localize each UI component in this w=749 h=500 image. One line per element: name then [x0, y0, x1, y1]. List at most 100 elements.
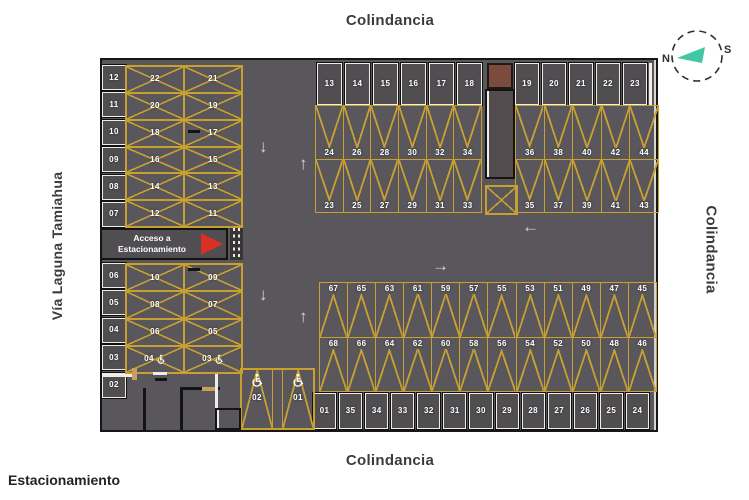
stall-number: 42 [610, 148, 621, 157]
inner-left-bottom-block: 10 09 08 07 06 05 04 03 [125, 263, 243, 374]
stall-number: 31 [450, 406, 460, 415]
stall-number: 29 [502, 406, 512, 415]
parking-stall: 05 [184, 318, 242, 346]
stall-number: 41 [610, 201, 621, 210]
stall-number: 08 [150, 299, 160, 309]
stall-number: 11 [208, 208, 218, 218]
stall-number: 66 [356, 339, 367, 348]
stall-number: 24 [324, 148, 335, 157]
parking-stall: 20 [542, 63, 566, 105]
parking-stall: 68 [319, 338, 349, 391]
parking-stall: 01 [313, 393, 337, 429]
top-edge-left-row: 13 14 15 16 17 18 [317, 63, 482, 105]
parking-stall: 11 [184, 200, 242, 227]
parking-stall: 26 [573, 393, 597, 429]
parking-stall: 54 [516, 338, 545, 391]
stall-number: 48 [609, 339, 620, 348]
stall-number: 19 [208, 101, 218, 111]
bottom-edge-row: 01 35 34 33 32 31 30 29 28 27 26 25 24 [313, 393, 650, 429]
parking-stall: 59 [432, 283, 461, 337]
parking-stall: 61 [404, 283, 433, 337]
stall-number: 61 [412, 284, 423, 293]
compass-south-label: S [724, 44, 731, 56]
stall-number: 49 [581, 284, 592, 293]
stall-number: 30 [407, 148, 418, 157]
parking-stall: 57 [460, 283, 489, 337]
parking-stall: 10 [102, 119, 126, 145]
stall-number: 55 [497, 284, 507, 293]
parking-stall: 44 [630, 106, 659, 159]
parking-stall: 06 [126, 318, 184, 346]
stall-number: 34 [462, 148, 473, 157]
access-direction-arrow-icon [201, 233, 223, 255]
parking-stall: 31 [443, 393, 467, 429]
parking-stall: 05 [102, 290, 126, 316]
parking-stall: 26 [343, 106, 372, 159]
parking-stall: 36 [515, 106, 545, 159]
stall-number: 40 [582, 148, 592, 157]
stall-number: 01 [319, 406, 330, 415]
parking-stall: 35 [339, 393, 363, 429]
lane-down-arrow-icon: ↓ [259, 137, 268, 156]
south-lower-row: 68 66 64 62 60 58 56 54 52 50 48 46 [319, 337, 657, 392]
stall-number: 52 [553, 339, 564, 348]
parking-stall: 15 [184, 146, 242, 174]
no-parking-hatch [485, 185, 518, 215]
parking-stall: 15 [373, 63, 398, 105]
stall-number: 27 [379, 201, 390, 210]
parking-stall: 27 [371, 160, 400, 212]
compass-needle-icon [677, 47, 705, 63]
mid-right-lower-row: 35 37 39 41 43 [515, 159, 659, 213]
stall-number: 54 [525, 339, 535, 348]
parking-stall: 25 [599, 393, 623, 429]
stall-number: 09 [208, 272, 218, 282]
lane-left-arrow-icon: ← [522, 217, 539, 236]
elevator-shaft [487, 63, 513, 89]
parking-stall: 03 [102, 345, 126, 371]
stall-number: 10 [150, 272, 160, 282]
parking-stall: 66 [348, 338, 377, 391]
stall-number: 63 [384, 284, 395, 293]
wall-segment [155, 378, 167, 381]
parking-stall: 62 [404, 338, 433, 391]
parking-stall: 21 [569, 63, 593, 105]
stall-number: 65 [356, 284, 367, 293]
stall-number: 14 [352, 79, 363, 88]
parking-stall: 32 [417, 393, 441, 429]
parking-stall: 41 [601, 160, 631, 212]
stall-number: 05 [208, 327, 218, 337]
stall-number: 39 [582, 201, 592, 210]
stall-number: 13 [324, 79, 335, 88]
stall-number: 22 [603, 79, 613, 88]
parking-stall: 23 [623, 63, 647, 105]
stall-number: 04 [109, 325, 119, 335]
stall-number: 06 [150, 327, 160, 337]
door-mark [132, 368, 137, 380]
parking-stall: 22 [596, 63, 620, 105]
parking-stall: 39 [573, 160, 602, 212]
parking-stall: 14 [345, 63, 370, 105]
parking-stall: 42 [601, 106, 631, 159]
stall-number: 44 [639, 148, 650, 157]
parking-stall: 14 [126, 173, 184, 201]
stall-number: 26 [352, 148, 362, 157]
parking-stall: 67 [319, 283, 349, 337]
stall-number: 20 [549, 79, 559, 88]
stall-number: 19 [522, 79, 532, 88]
wheel-stop [188, 268, 200, 271]
stall-number: 30 [476, 406, 486, 415]
parking-stall: 43 [630, 160, 659, 212]
parking-stall: 46 [628, 338, 657, 391]
parking-stall: 16 [401, 63, 426, 105]
parking-stall: 60 [432, 338, 461, 391]
stall-number: 23 [324, 201, 335, 210]
parking-stall: 22 [126, 66, 184, 93]
parking-stall: 19 [515, 63, 539, 105]
parking-stall: 27 [547, 393, 571, 429]
parking-stall: 51 [544, 283, 573, 337]
parking-stall: 48 [600, 338, 629, 391]
stall-number: 03 [202, 354, 212, 364]
parking-stall: 11 [102, 92, 126, 118]
